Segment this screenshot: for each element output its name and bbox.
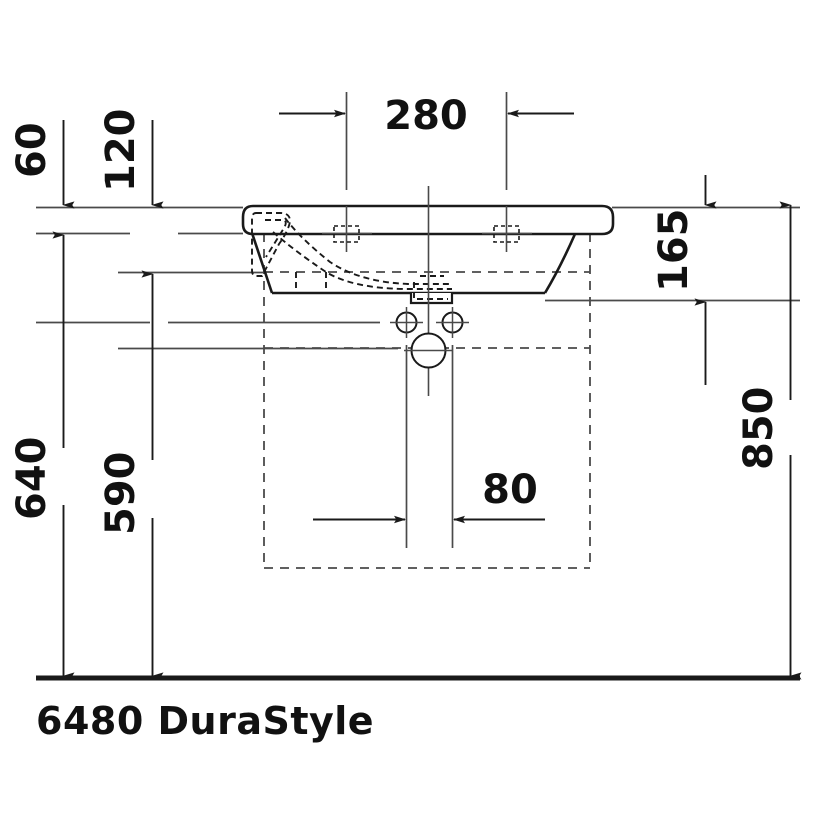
dim-60-label: 60 [9, 122, 55, 178]
hidden-bowl-base-curve-2 [272, 231, 452, 290]
dim-165-label: 165 [651, 209, 697, 293]
tap-hole-right-bore [493, 225, 520, 243]
dimension-640: 640 [9, 231, 75, 680]
dimension-60: 60 [9, 120, 75, 209]
tap-hole-centre-marks [322, 206, 532, 252]
basin-left-slope [250, 232, 274, 294]
dim-80-extension-lines [405, 345, 454, 548]
dimension-590: 590 [98, 270, 164, 680]
hole-centre-crosses [390, 307, 469, 352]
drawing-caption: 6480 DuraStyle [36, 699, 374, 743]
waste-hole-group [390, 307, 469, 369]
hidden-bowl-profile [251, 212, 452, 300]
dimension-850: 850 [736, 201, 802, 680]
dim-590-label: 590 [98, 452, 144, 536]
dim-80-label: 80 [482, 467, 538, 513]
dimension-165: 165 [651, 175, 717, 385]
tap-hole-left-bore [333, 225, 360, 243]
basin-right-slope [543, 233, 577, 294]
dim-120-label: 120 [98, 109, 144, 193]
hidden-shelf-inner [265, 219, 287, 258]
dim-640-label: 640 [9, 437, 55, 521]
dim-850-label: 850 [736, 387, 782, 471]
dimension-280: 280 [279, 93, 574, 139]
waste-outlet-stub [409, 293, 454, 305]
dimension-80: 80 [313, 467, 545, 524]
hidden-shelf-pocket [251, 212, 291, 277]
dimension-120: 120 [98, 109, 164, 209]
tap-hole-bores [333, 225, 520, 243]
dim-280-label: 280 [384, 93, 468, 139]
hidden-waste-bore [413, 282, 448, 300]
